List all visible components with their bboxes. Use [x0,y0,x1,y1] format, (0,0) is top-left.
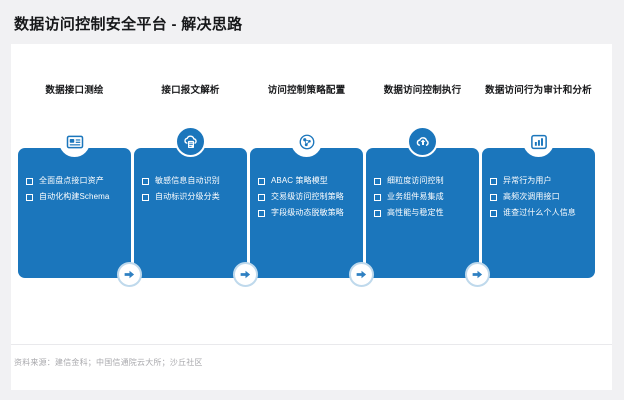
flow-column-2-heading: 接口报文解析 [161,85,220,96]
bullet-square-icon [490,178,497,185]
flow-panel-4: 细粒度访问控制 业务组件易集成 高性能与稳定性 [366,148,479,278]
bullet-square-icon [26,194,33,201]
bullet-square-icon [142,194,149,201]
flow-panel-3-bullets: ABAC 策略模型 交易级访问控制策略 字段级动态脱敏策略 [258,175,358,223]
list-item: 异常行为用户 [490,175,590,186]
list-item-label: 高频次调用接口 [503,192,560,201]
flow-column-4[interactable]: 数据访问控制执行 细粒度访问控制 [366,84,490,334]
flow-panel-1: 全面盘点接口资产 自动化构建Schema [18,148,131,278]
process-flow: 数据接口测绘 全面盘点接口资产 [11,44,612,390]
flow-column-1[interactable]: 数据接口测绘 全面盘点接口资产 [18,84,142,334]
list-item: 高频次调用接口 [490,191,590,202]
list-item: 自动标识分级分类 [142,191,242,202]
flow-arrow-3 [349,262,374,287]
bullet-square-icon [258,210,265,217]
policy-network-icon [291,126,322,157]
list-item: 细粒度访问控制 [374,175,474,186]
list-item: 敏感信息自动识别 [142,175,242,186]
flow-panel-1-bullets: 全面盘点接口资产 自动化构建Schema [26,175,126,207]
list-item-label: 细粒度访问控制 [387,176,444,185]
flow-panel-4-bullets: 细粒度访问控制 业务组件易集成 高性能与稳定性 [374,175,474,223]
list-item-label: ABAC 策略模型 [271,176,328,185]
list-item-label: 自动化构建Schema [39,192,110,201]
list-item-label: 自动标识分级分类 [155,192,220,201]
bar-chart-icon [523,126,554,157]
flow-panel-5: 异常行为用户 高频次调用接口 谁查过什么个人信息 [482,148,595,278]
flow-column-5[interactable]: 数据访问行为审计和分析 异常行为用户 [482,84,595,334]
bullet-square-icon [258,194,265,201]
bullet-square-icon [490,210,497,217]
list-item: 字段级动态脱敏策略 [258,207,358,218]
flow-panel-2-bullets: 敏感信息自动识别 自动标识分级分类 [142,175,242,207]
list-item-label: 谁查过什么个人信息 [503,208,576,217]
list-item: 高性能与稳定性 [374,207,474,218]
bullet-square-icon [258,178,265,185]
page-title: 数据访问控制安全平台 - 解决思路 [14,16,243,33]
list-item-label: 交易级访问控制策略 [271,192,344,201]
bullet-square-icon [374,210,381,217]
list-item: ABAC 策略模型 [258,175,358,186]
list-item: 自动化构建Schema [26,191,126,202]
list-item-label: 敏感信息自动识别 [155,176,220,185]
list-item-label: 异常行为用户 [503,176,552,185]
flow-arrow-1 [117,262,142,287]
source-note: 资料来源：建信金科；中国信通院云大所；沙丘社区 [14,358,203,367]
title-bar: 数据访问控制安全平台 - 解决思路 [0,0,624,44]
flow-column-2[interactable]: 接口报文解析 敏感信息自动识别 [134,84,258,334]
card-bottom-divider [11,344,612,345]
flow-panel-3: ABAC 策略模型 交易级访问控制策略 字段级动态脱敏策略 [250,148,363,278]
cloud-sync-icon [407,126,438,157]
bullet-square-icon [374,194,381,201]
list-item-label: 业务组件易集成 [387,192,444,201]
content-card: 数据接口测绘 全面盘点接口资产 [11,44,612,390]
list-item: 业务组件易集成 [374,191,474,202]
flow-arrow-2 [233,262,258,287]
list-item: 交易级访问控制策略 [258,191,358,202]
flow-column-1-heading: 数据接口测绘 [45,85,104,96]
bullet-square-icon [26,178,33,185]
bullet-square-icon [142,178,149,185]
flow-panel-5-bullets: 异常行为用户 高频次调用接口 谁查过什么个人信息 [490,175,590,223]
list-item-label: 全面盘点接口资产 [39,176,104,185]
bullet-square-icon [490,194,497,201]
flow-column-5-heading: 数据访问行为审计和分析 [485,85,592,96]
flow-column-3[interactable]: 访问控制策略配置 ABAC 策略模型 [250,84,374,334]
flow-column-4-heading: 数据访问控制执行 [383,85,462,96]
list-item: 谁查过什么个人信息 [490,207,590,218]
cloud-document-icon [175,126,206,157]
id-card-icon [59,126,90,157]
flow-panel-2: 敏感信息自动识别 自动标识分级分类 [134,148,247,278]
flow-column-3-heading: 访问控制策略配置 [267,85,346,96]
list-item-label: 高性能与稳定性 [387,208,444,217]
bullet-square-icon [374,178,381,185]
flow-arrow-4 [465,262,490,287]
list-item: 全面盘点接口资产 [26,175,126,186]
list-item-label: 字段级动态脱敏策略 [271,208,344,217]
